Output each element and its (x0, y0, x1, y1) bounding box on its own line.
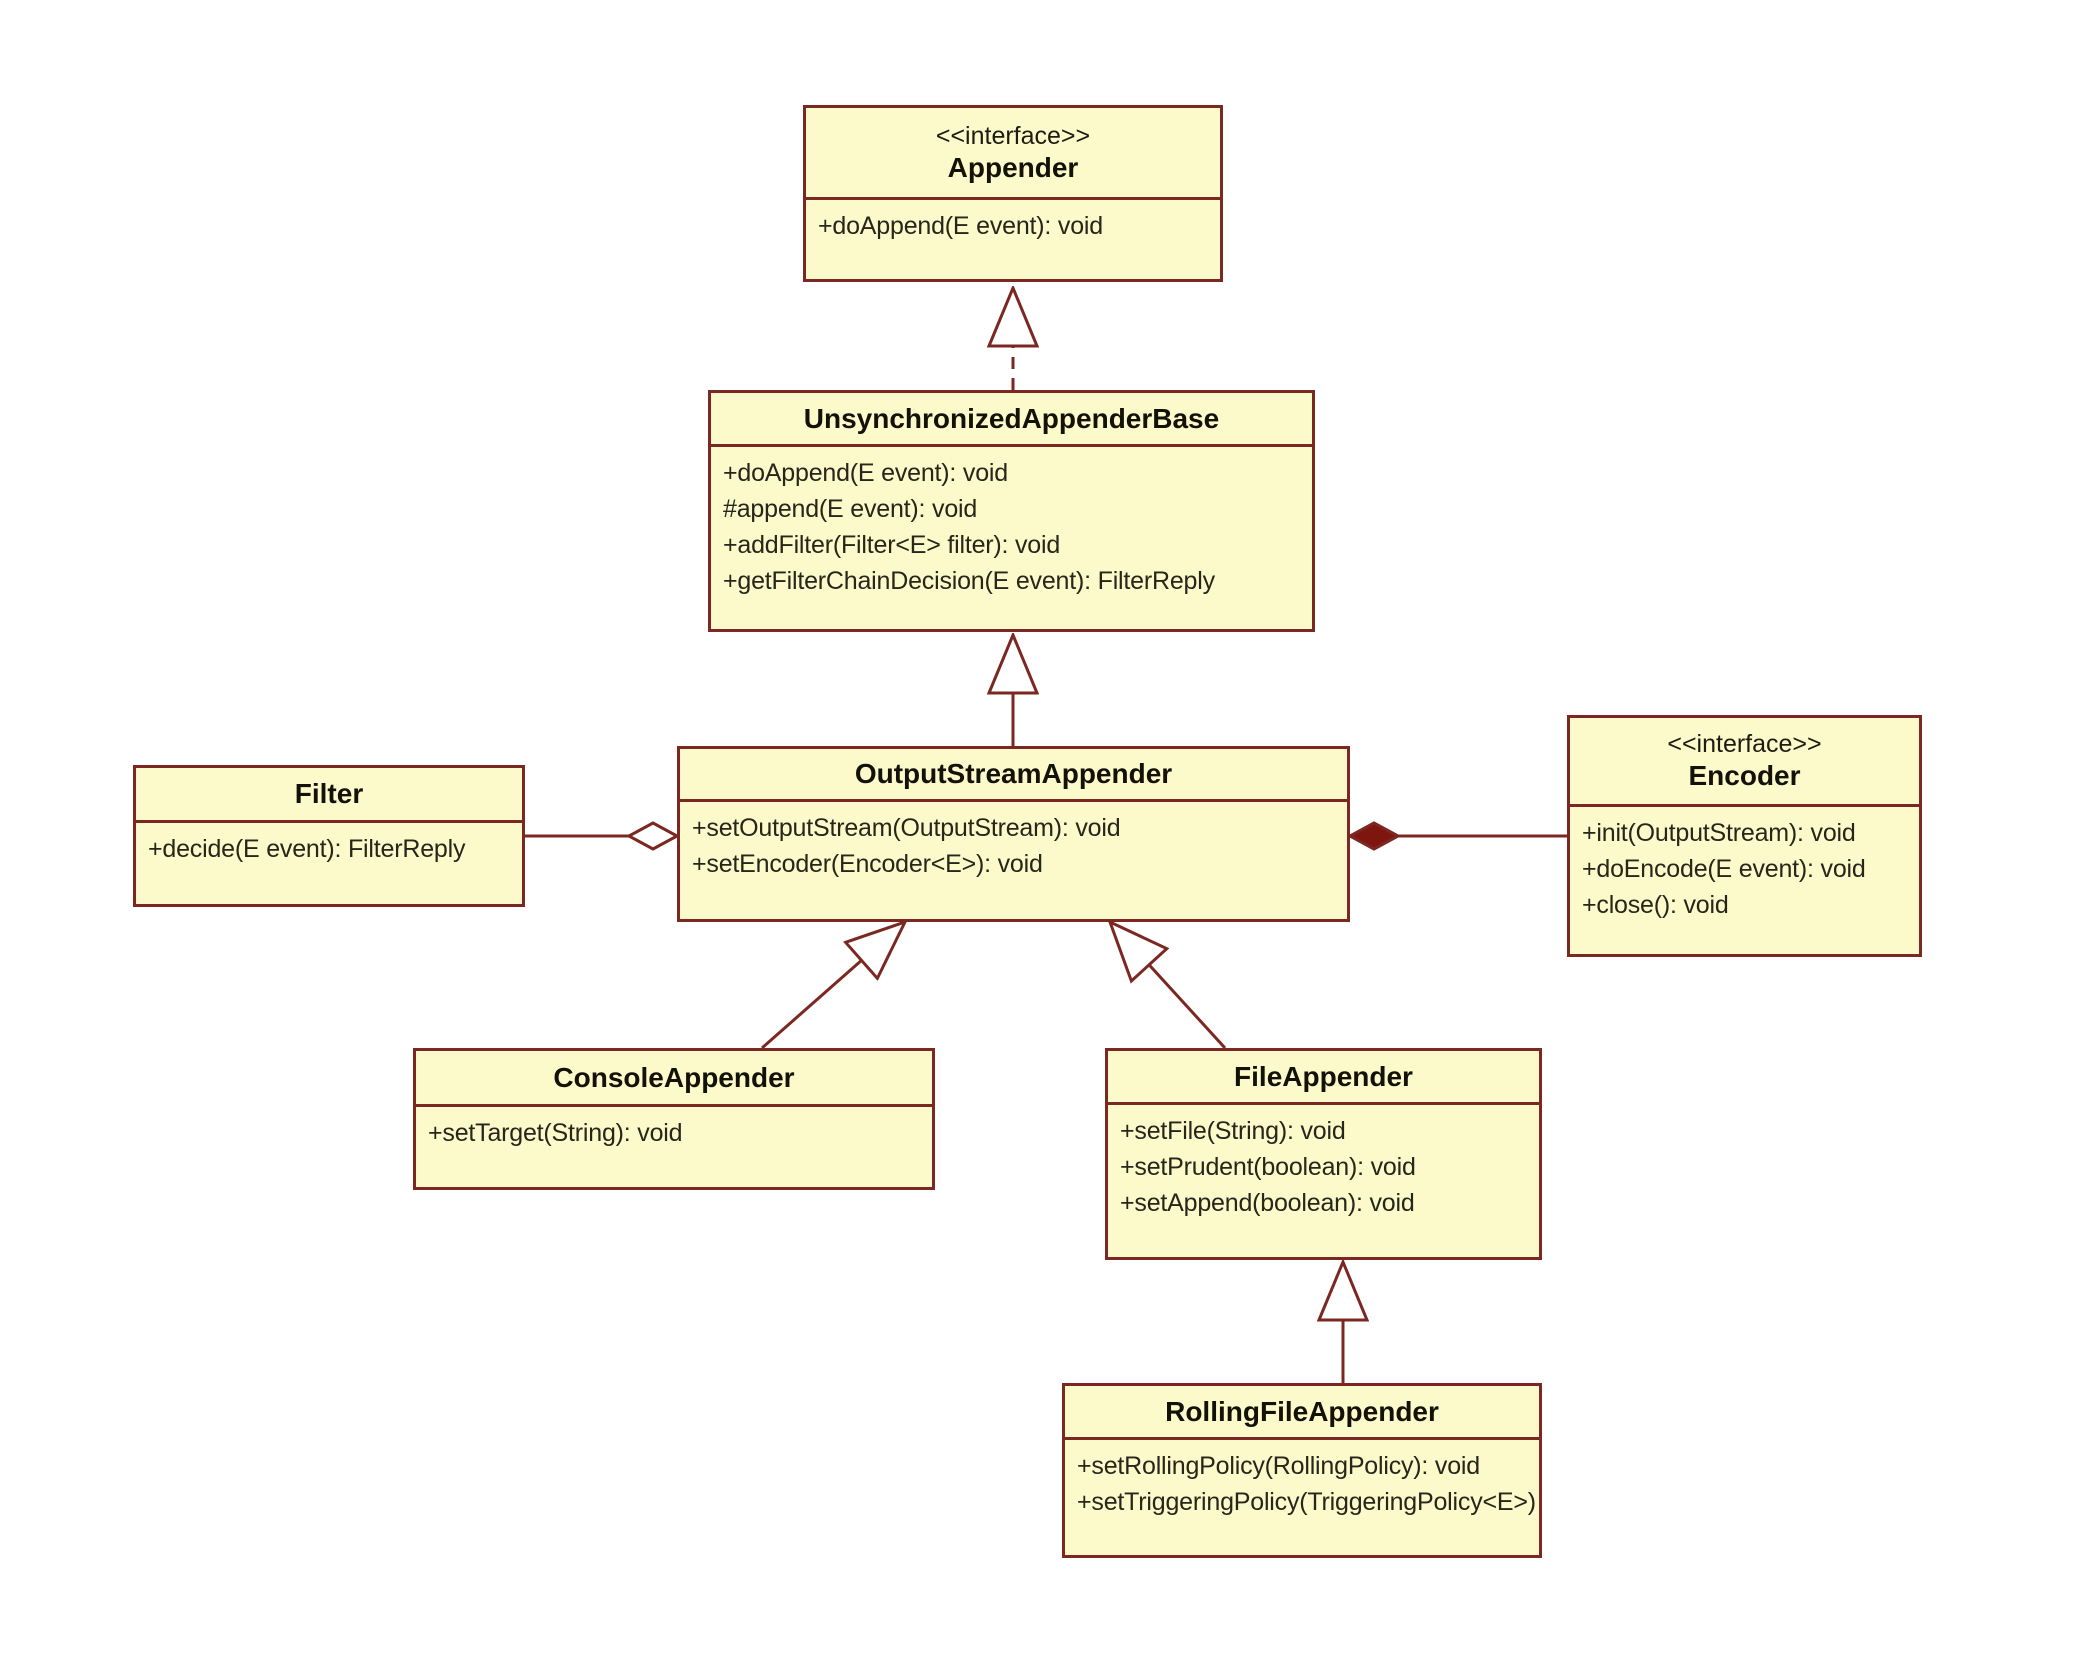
generalization-arrow-consoleappender-to-outputstreamappender (761, 922, 905, 1050)
class-title-compartment: Filter (136, 768, 522, 823)
class-name: UnsynchronizedAppenderBase (803, 402, 1220, 434)
class-name: FileAppender (1234, 1060, 1413, 1092)
method-entry: +setPrudent(boolean): void (1120, 1153, 1416, 1181)
class-methods-compartment: +setOutputStream(OutputStream): void +se… (680, 802, 1347, 882)
method-entry: +setFile(String): void (1120, 1117, 1346, 1145)
class-name: RollingFileAppender (1165, 1395, 1439, 1427)
class-box-rolling-file-appender: RollingFileAppender +setRollingPolicy(Ro… (1062, 1383, 1542, 1558)
class-box-filter: Filter +decide(E event): FilterReply (133, 765, 525, 907)
method-entry: +addFilter(Filter<E> filter): void (723, 531, 1061, 559)
class-methods-compartment: +setFile(String): void +setPrudent(boole… (1108, 1105, 1539, 1221)
class-title-compartment: RollingFileAppender (1065, 1386, 1539, 1440)
class-box-console-appender: ConsoleAppender +setTarget(String): void (413, 1048, 935, 1190)
method-entry: +setRollingPolicy(RollingPolicy): void (1077, 1452, 1480, 1480)
method-entry: +init(OutputStream): void (1582, 819, 1856, 847)
stereotype-label: <<interface>> (935, 121, 1091, 150)
class-name: OutputStreamAppender (854, 758, 1173, 789)
stereotype-label: <<interface>> (1667, 730, 1822, 758)
class-methods-compartment: +doAppend(E event): void (806, 200, 1220, 244)
class-name: ConsoleAppender (553, 1061, 795, 1093)
class-title-compartment: <<interface>> Encoder (1570, 718, 1919, 807)
class-box-appender: <<interface>> Appender +doAppend(E event… (803, 105, 1223, 282)
class-title-compartment: OutputStreamAppender (680, 749, 1347, 802)
class-name: Filter (294, 778, 364, 809)
class-name: Encoder (1688, 760, 1801, 791)
class-methods-compartment: +init(OutputStream): void +doEncode(E ev… (1570, 807, 1919, 923)
class-title-compartment: UnsynchronizedAppenderBase (711, 393, 1312, 447)
method-entry: #append(E event): void (723, 495, 978, 523)
class-methods-compartment: +setTarget(String): void (416, 1107, 932, 1151)
method-entry: +setEncoder(Encoder<E>): void (692, 850, 1043, 878)
method-entry: +setTarget(String): void (428, 1119, 683, 1147)
generalization-arrow-fileappender-to-outputstreamappender (1110, 922, 1227, 1050)
method-entry: +doAppend(E event): void (818, 212, 1103, 240)
class-title-compartment: FileAppender (1108, 1051, 1539, 1105)
class-box-encoder: <<interface>> Encoder +init(OutputStream… (1567, 715, 1922, 957)
method-entry: +doEncode(E event): void (1582, 855, 1866, 883)
method-entry: +close(): void (1582, 891, 1729, 919)
class-box-file-appender: FileAppender +setFile(String): void +set… (1105, 1048, 1542, 1260)
class-name: Appender (947, 151, 1079, 183)
method-entry: +setTriggeringPolicy(TriggeringPolicy<E>… (1077, 1488, 1536, 1516)
method-entry: +getFilterChainDecision(E event): Filter… (723, 567, 1215, 595)
class-methods-compartment: +decide(E event): FilterReply (136, 823, 522, 867)
method-entry: +decide(E event): FilterReply (148, 835, 466, 863)
class-title-compartment: <<interface>> Appender (806, 108, 1220, 200)
class-box-output-stream-appender: OutputStreamAppender +setOutputStream(Ou… (677, 746, 1350, 922)
method-entry: +doAppend(E event): void (723, 459, 1008, 487)
class-methods-compartment: +doAppend(E event): void #append(E event… (711, 447, 1312, 599)
class-box-unsynchronized-appender-base: UnsynchronizedAppenderBase +doAppend(E e… (708, 390, 1315, 632)
method-entry: +setOutputStream(OutputStream): void (692, 814, 1121, 842)
method-entry: +setAppend(boolean): void (1120, 1189, 1415, 1217)
class-methods-compartment: +setRollingPolicy(RollingPolicy): void +… (1065, 1440, 1539, 1520)
class-title-compartment: ConsoleAppender (416, 1051, 932, 1107)
